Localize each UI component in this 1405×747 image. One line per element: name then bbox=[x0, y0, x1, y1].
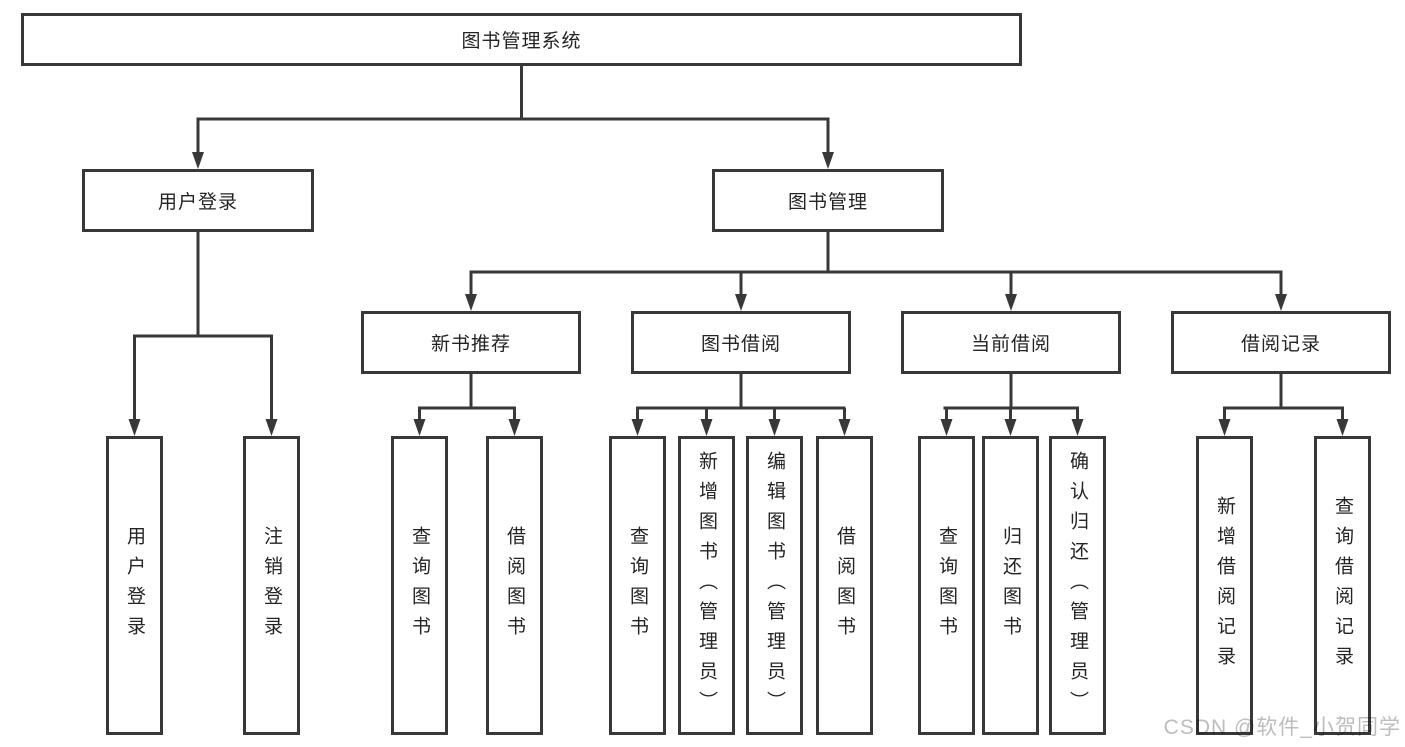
leaf-borrow-books-borrow: 借阅图书 bbox=[816, 436, 873, 735]
leaf-confirm-return-admin: 确认归还（管理员） bbox=[1049, 436, 1106, 735]
leaf-query-books-current: 查询图书 bbox=[918, 436, 975, 735]
node-current-borrowing: 当前借阅 bbox=[901, 311, 1121, 374]
leaf-add-borrow-record: 新增借阅记录 bbox=[1196, 436, 1253, 735]
node-new-book-recommendation: 新书推荐 bbox=[361, 311, 581, 374]
leaf-borrow-books-newbook: 借阅图书 bbox=[486, 436, 543, 735]
node-user-login: 用户登录 bbox=[82, 169, 314, 232]
leaf-query-books-borrow: 查询图书 bbox=[609, 436, 666, 735]
leaf-query-books-newbook: 查询图书 bbox=[391, 436, 448, 735]
leaf-edit-books-admin: 编辑图书（管理员） bbox=[746, 436, 803, 735]
leaf-return-books: 归还图书 bbox=[982, 436, 1039, 735]
csdn-watermark: CSDN @软件_小贺同学 bbox=[1163, 716, 1401, 739]
leaf-query-borrow-record: 查询借阅记录 bbox=[1314, 436, 1371, 735]
node-library-management-system: 图书管理系统 bbox=[21, 13, 1022, 66]
node-book-management: 图书管理 bbox=[712, 169, 944, 232]
leaf-user-login: 用户登录 bbox=[106, 436, 163, 735]
node-book-borrowing: 图书借阅 bbox=[631, 311, 851, 374]
leaf-add-books-admin: 新增图书（管理员） bbox=[678, 436, 735, 735]
leaf-logout: 注销登录 bbox=[243, 436, 300, 735]
node-borrowing-records: 借阅记录 bbox=[1171, 311, 1391, 374]
